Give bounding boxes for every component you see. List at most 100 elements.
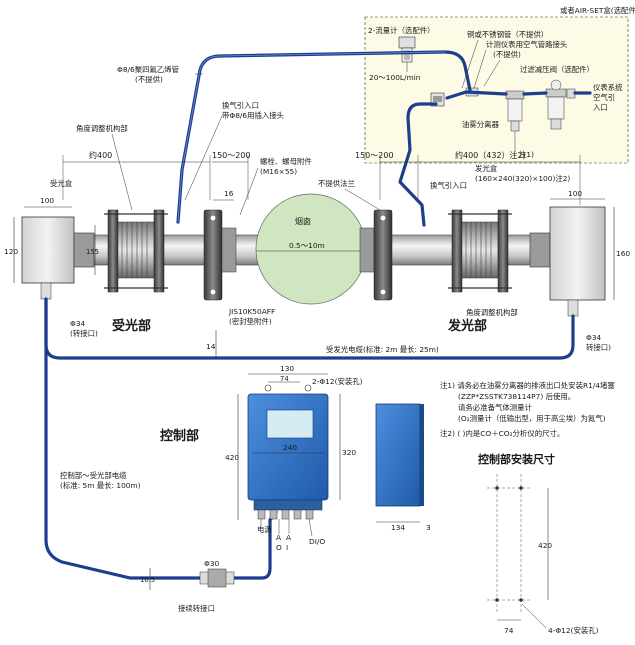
flange-left <box>203 209 237 301</box>
note1-line4: (O₂测量计（低输出型，用于高尘埃）为氮气) <box>458 414 606 423</box>
dim-120: 120 <box>4 247 18 256</box>
instrument-air-inlet-label-3: 入口 <box>593 103 608 112</box>
phi30-label: Φ30 <box>204 559 220 568</box>
ptfe-tube-note: (不提供) <box>135 75 163 84</box>
mount-hole-top-label: 2-Φ12(安装孔) <box>312 377 363 386</box>
instrument-air-inlet-label-2: 空气引 <box>593 93 615 102</box>
bolt-nut-spec: (M16×55) <box>260 167 297 176</box>
instrument-air-line-note: (不提供) <box>493 50 521 59</box>
pipe-assembly: 受光盒 100 120 155 JIS10K50AFF (密封垫附件) <box>4 179 630 326</box>
dim-320: 320 <box>342 448 356 457</box>
mount-hole-left <box>264 384 272 392</box>
dim-240: 240 <box>283 443 297 452</box>
ptfe-tube-label: Φ8/6聚四氟乙烯管 <box>117 65 179 74</box>
emitter-box <box>529 206 606 301</box>
emitter-box-label: 发光盒 <box>475 164 498 173</box>
flow-range-label: 20～100L/min <box>369 73 421 82</box>
emitter-connector <box>567 299 579 317</box>
a-in-label: A <box>286 533 291 542</box>
dim-100-right: 100 <box>568 189 582 198</box>
mount-dimension-drawing <box>487 474 549 621</box>
phi34-right-note: 转接口) <box>586 343 611 352</box>
controller-unit <box>247 384 329 520</box>
note2-line: 注2) ( )内是CO＋CO₂分析仪的尺寸。 <box>440 429 564 438</box>
o-out-label: O <box>276 543 282 552</box>
note1-line3: 请务必准备气体测量计 <box>458 403 533 412</box>
instrument-air-line-label: 计测仪表用空气管路接头 <box>486 40 567 49</box>
dim-14: 14 <box>206 342 216 351</box>
dim-150-200-left: 150～200 <box>212 151 251 160</box>
power-label: 电源 <box>257 525 272 534</box>
angle-adjust-right <box>448 209 512 293</box>
phi34-left-note: (转接口) <box>70 329 98 338</box>
dim-155: 155 <box>86 248 99 256</box>
air-set-box-label: 或者AIR-SET盒(选配件) <box>560 6 635 15</box>
top-dimensions: 约400 150～200 螺栓、螺母附件 (M16×55) 150～200 约4… <box>62 150 581 216</box>
no-flange-label: 不提供法兰 <box>318 179 355 188</box>
dim-130: 130 <box>280 364 294 373</box>
mount-hole-bottom-label: 4-Φ12(安装孔) <box>548 626 599 635</box>
emitter-box-spec: (160×240(320)×100)注2) <box>475 174 570 183</box>
flue-label: 烟囱 <box>295 216 311 226</box>
flue-range-label: 0.5～10m <box>289 241 325 250</box>
instrument-air-inlet-label-1: 仪表系统 <box>593 83 623 92</box>
dio-label: DI/O <box>309 537 325 546</box>
purge-air-cables <box>176 50 472 227</box>
bolt-nut-label: 螺栓、螺母附件 <box>260 157 312 166</box>
angle-adjust-right-label: 角度调整机构部 <box>466 308 518 317</box>
filter-regulator-icon <box>545 79 576 130</box>
relay-connector-label: 接续转接口 <box>178 604 215 613</box>
flange-right <box>359 209 393 301</box>
i-in-label: I <box>286 543 288 552</box>
dim-400-right: 约400（432）注2) <box>455 150 526 160</box>
mount-dimensions-title: 控制部安装尺寸 <box>478 452 555 466</box>
angle-adjust-left-label: 角度调整机构部 <box>76 124 128 133</box>
receiver-box-label: 受光盒 <box>50 179 73 188</box>
dim-400-left: 约400 <box>89 150 112 160</box>
receiver-connector <box>40 282 52 300</box>
control-cable-label: 控制部～受光部电缆 <box>60 471 127 480</box>
note1-line1: 注1) 请务必在油雾分离器的排液出口处安装R1/4堵塞 <box>440 381 615 390</box>
filter-regulator-label: 过滤减压阀（选配件） <box>520 65 594 74</box>
flowmeter-label: 2-流量计（选配件） <box>368 26 435 35</box>
purge-inlet-label: 换气引入口 <box>222 101 259 110</box>
flowmeter-icon <box>398 36 416 63</box>
a-out-label: A <box>276 533 281 542</box>
dim-3: 3 <box>426 523 431 532</box>
dim-420-left: 420 <box>225 453 239 462</box>
purge-inlet-note: 带Φ8/6用插入接头 <box>222 111 284 120</box>
dim-150-200-right: 150～200 <box>355 151 394 160</box>
phi34-right: Φ34 <box>586 333 602 342</box>
receiver-part-title: 受光部 <box>112 318 151 334</box>
purge-inlet-right-label: 换气引入口 <box>430 181 467 190</box>
dim-100-left: 100 <box>40 196 54 205</box>
flange-gasket-label: (密封垫附件) <box>229 317 272 326</box>
notes-block: 注1) 请务必在油雾分离器的排液出口处安装R1/4堵塞 (ZZP*ZSSTK73… <box>440 381 615 438</box>
note-ref-label: 注1) <box>519 150 534 159</box>
dim-74-bottom: 74 <box>504 626 514 635</box>
control-cable-spec: (标准: 5m 最长: 100m) <box>60 481 141 490</box>
receiver-box <box>21 216 95 284</box>
dim-74-top: 74 <box>280 375 289 383</box>
phi34-left: Φ34 <box>70 319 86 328</box>
controller-display <box>266 409 314 439</box>
flange-spec-label: JIS10K50AFF <box>228 307 275 316</box>
controller-side-view <box>375 403 424 507</box>
dim-10-5: 10.5 <box>140 576 155 584</box>
signal-cables <box>44 297 575 580</box>
pipe-tube-label: 铜或不锈钢管（不提供） <box>467 30 548 39</box>
emitter-part-title: 发光部 <box>447 318 487 334</box>
emitter-cable-label: 受发光电缆(标准: 2m 最长: 25m) <box>326 345 439 354</box>
air-set-panel: 或者AIR-SET盒(选配件) 2-流量计（选配件） 20～100L/min 铜… <box>364 6 635 164</box>
note1-line2: (ZZP*ZSSTK738114P7) 后使用。 <box>458 392 575 401</box>
dim-134: 134 <box>391 523 405 532</box>
dim-420-right: 420 <box>538 541 552 550</box>
mount-hole-right <box>304 384 312 392</box>
control-part-title: 控制部 <box>160 428 199 444</box>
dim-160: 160 <box>616 249 630 258</box>
angle-adjust-left <box>104 209 168 293</box>
relay-connector <box>199 568 235 588</box>
mist-separator-label: 油雾分离器 <box>462 120 500 129</box>
dim-16: 16 <box>224 189 234 198</box>
